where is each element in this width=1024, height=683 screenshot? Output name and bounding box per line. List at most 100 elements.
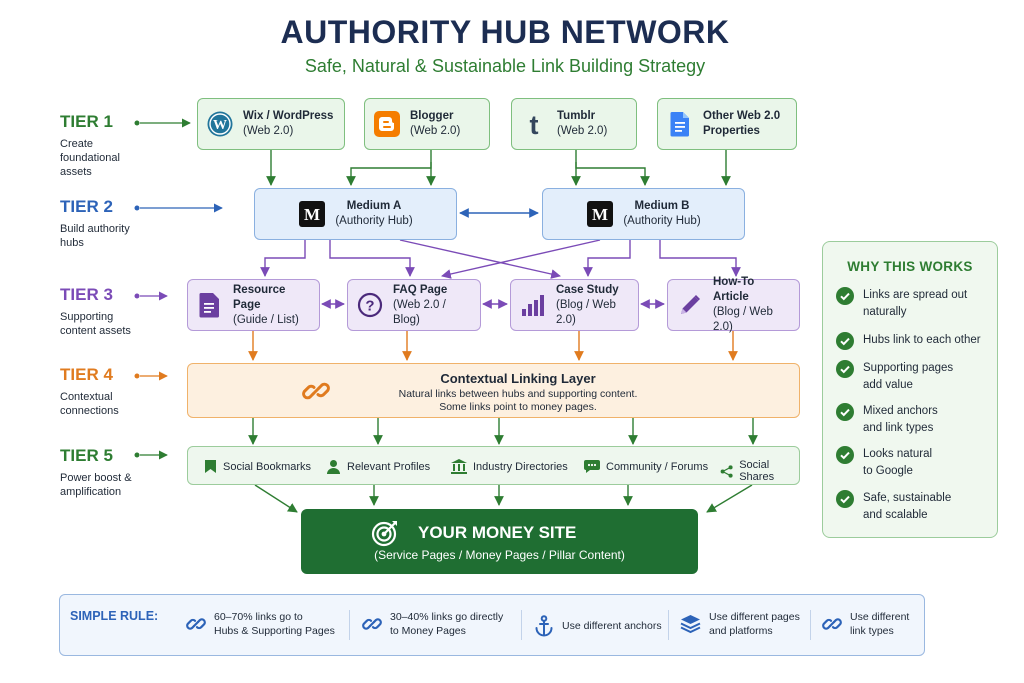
tier5-item-label: Industry Directories xyxy=(473,460,568,473)
tier5-item-social-shares[interactable]: Social Shares xyxy=(720,459,799,483)
tier-desc-line: assets xyxy=(60,166,92,178)
rule-line: and platforms xyxy=(709,625,773,637)
tier3-node-resource-page[interactable]: Resource Page(Guide / List) xyxy=(187,279,320,331)
rule-item: 60–70% links go to Hubs & Supporting Page… xyxy=(186,610,335,638)
tier-desc-line: Power boost & xyxy=(60,472,132,484)
link-icon xyxy=(186,618,206,630)
tier4-line-1: Natural links between hubs and supportin… xyxy=(398,388,638,400)
tier4-contextual-linking-layer[interactable]: Contextual Linking Layer Natural links b… xyxy=(187,363,800,418)
why-line: to Google xyxy=(863,465,913,477)
rule-divider xyxy=(810,610,811,640)
tier5-item-label: Social Bookmarks xyxy=(223,460,312,473)
why-line: add value xyxy=(863,379,913,391)
hub-title: Medium B xyxy=(634,200,690,212)
simple-rule-label: SIMPLE RULE: xyxy=(70,609,159,623)
tier-desc-line: hubs xyxy=(60,237,84,249)
hub-subtitle: (Authority Hub) xyxy=(623,215,701,227)
tier-name: TIER 3 xyxy=(60,285,113,304)
question-icon: ? xyxy=(356,291,384,319)
bar-chart-icon xyxy=(519,291,547,319)
page-subtitle: Safe, Natural & Sustainable Link Buildin… xyxy=(304,56,706,76)
node-title: Case Study xyxy=(556,283,619,296)
node-subtitle: (Web 2.0 / Blog) xyxy=(393,298,446,326)
why-line: Mixed anchors xyxy=(863,405,938,417)
rule-divider xyxy=(668,610,669,640)
hub-subtitle: (Authority Hub) xyxy=(335,215,413,227)
rule-item: Use different anchors xyxy=(534,615,662,637)
why-line: Links are spread out xyxy=(863,289,968,301)
medium-icon: M xyxy=(586,200,614,228)
document-icon xyxy=(196,291,224,319)
why-item: Safe, sustainable and scalable xyxy=(836,490,951,524)
user-icon xyxy=(327,460,340,474)
why-item: Hubs link to each other xyxy=(836,332,981,350)
why-line: and scalable xyxy=(863,509,928,521)
money-site-box[interactable]: YOUR MONEY SITE (Service Pages / Money P… xyxy=(301,509,698,574)
layers-icon xyxy=(680,615,701,634)
tier3-node-faq-page[interactable]: ? FAQ Page(Web 2.0 / Blog) xyxy=(347,279,481,331)
node-subtitle: (Blog / Web 2.0) xyxy=(556,298,616,326)
chat-icon xyxy=(584,460,600,473)
money-site-subtitle: (Service Pages / Money Pages / Pillar Co… xyxy=(374,548,625,562)
link-icon xyxy=(362,618,382,630)
rule-divider xyxy=(349,610,350,640)
tier-desc-line: connections xyxy=(60,405,119,417)
node-title: How-To Article xyxy=(713,276,755,303)
node-subtitle: (Web 2.0) xyxy=(243,125,294,137)
building-icon xyxy=(451,459,467,474)
rule-line: Hubs & Supporting Pages xyxy=(214,625,335,637)
pencil-icon xyxy=(676,291,704,319)
tier2-hub-medium-b[interactable]: M Medium B (Authority Hub) xyxy=(542,188,745,240)
check-circle-icon xyxy=(836,360,854,378)
tier-name: TIER 4 xyxy=(60,365,113,384)
tier2-hub-medium-a[interactable]: M Medium A(Authority Hub) xyxy=(254,188,457,240)
tier5-item-industry-directories[interactable]: Industry Directories xyxy=(451,459,568,474)
node-title: Wix / WordPress xyxy=(243,110,334,122)
node-subtitle: Properties xyxy=(703,125,760,137)
money-site-title: YOUR MONEY SITE xyxy=(418,523,577,542)
tier5-item-label: Relevant Profiles xyxy=(347,460,431,473)
node-title: Other Web 2.0 xyxy=(703,110,781,122)
check-circle-icon xyxy=(836,490,854,508)
rule-line: 60–70% links go to xyxy=(214,611,303,623)
tier3-node-how-to-article[interactable]: How-To Article(Blog / Web 2.0) xyxy=(667,276,800,333)
why-item: Mixed anchors and link types xyxy=(836,403,938,437)
document-icon xyxy=(666,110,694,138)
rule-line: 30–40% links go directly xyxy=(390,611,504,623)
tier1-node-wordpress[interactable]: W Wix / WordPress(Web 2.0) xyxy=(197,98,345,150)
link-icon xyxy=(822,618,842,630)
share-icon xyxy=(720,464,733,478)
bookmark-icon xyxy=(205,460,216,473)
node-subtitle: (Guide / List) xyxy=(233,313,299,326)
svg-text:t: t xyxy=(530,110,539,138)
tier3-node-case-study[interactable]: Case Study (Blog / Web 2.0) xyxy=(510,279,639,331)
medium-icon: M xyxy=(298,200,326,228)
check-circle-icon xyxy=(836,287,854,305)
rule-line: Use different anchors xyxy=(562,620,662,632)
why-line: Supporting pages xyxy=(863,362,954,374)
tier5-item-relevant-profiles[interactable]: Relevant Profiles xyxy=(326,459,430,474)
why-item: Supporting pages add value xyxy=(836,360,953,394)
link-icon xyxy=(302,377,330,410)
tier5-item-label: Community / Forums xyxy=(606,460,709,473)
why-line: Safe, sustainable xyxy=(863,492,952,504)
svg-text:?: ? xyxy=(365,298,374,315)
node-title: Tumblr xyxy=(557,110,596,122)
why-line: and link types xyxy=(863,422,934,434)
node-title: Blogger xyxy=(410,110,454,122)
tier1-node-tumblr[interactable]: t Tumblr(Web 2.0) xyxy=(511,98,637,150)
tier1-node-blogger[interactable]: Blogger(Web 2.0) xyxy=(364,98,490,150)
tier5-item-community-forums[interactable]: Community / Forums xyxy=(584,459,708,474)
tier-desc-line: content assets xyxy=(60,325,131,337)
tier5-amplification-bar: Social Bookmarks Relevant Profiles Indus… xyxy=(187,446,800,485)
rule-line: link types xyxy=(850,625,894,637)
tier5-item-social-bookmarks[interactable]: Social Bookmarks xyxy=(204,459,311,474)
